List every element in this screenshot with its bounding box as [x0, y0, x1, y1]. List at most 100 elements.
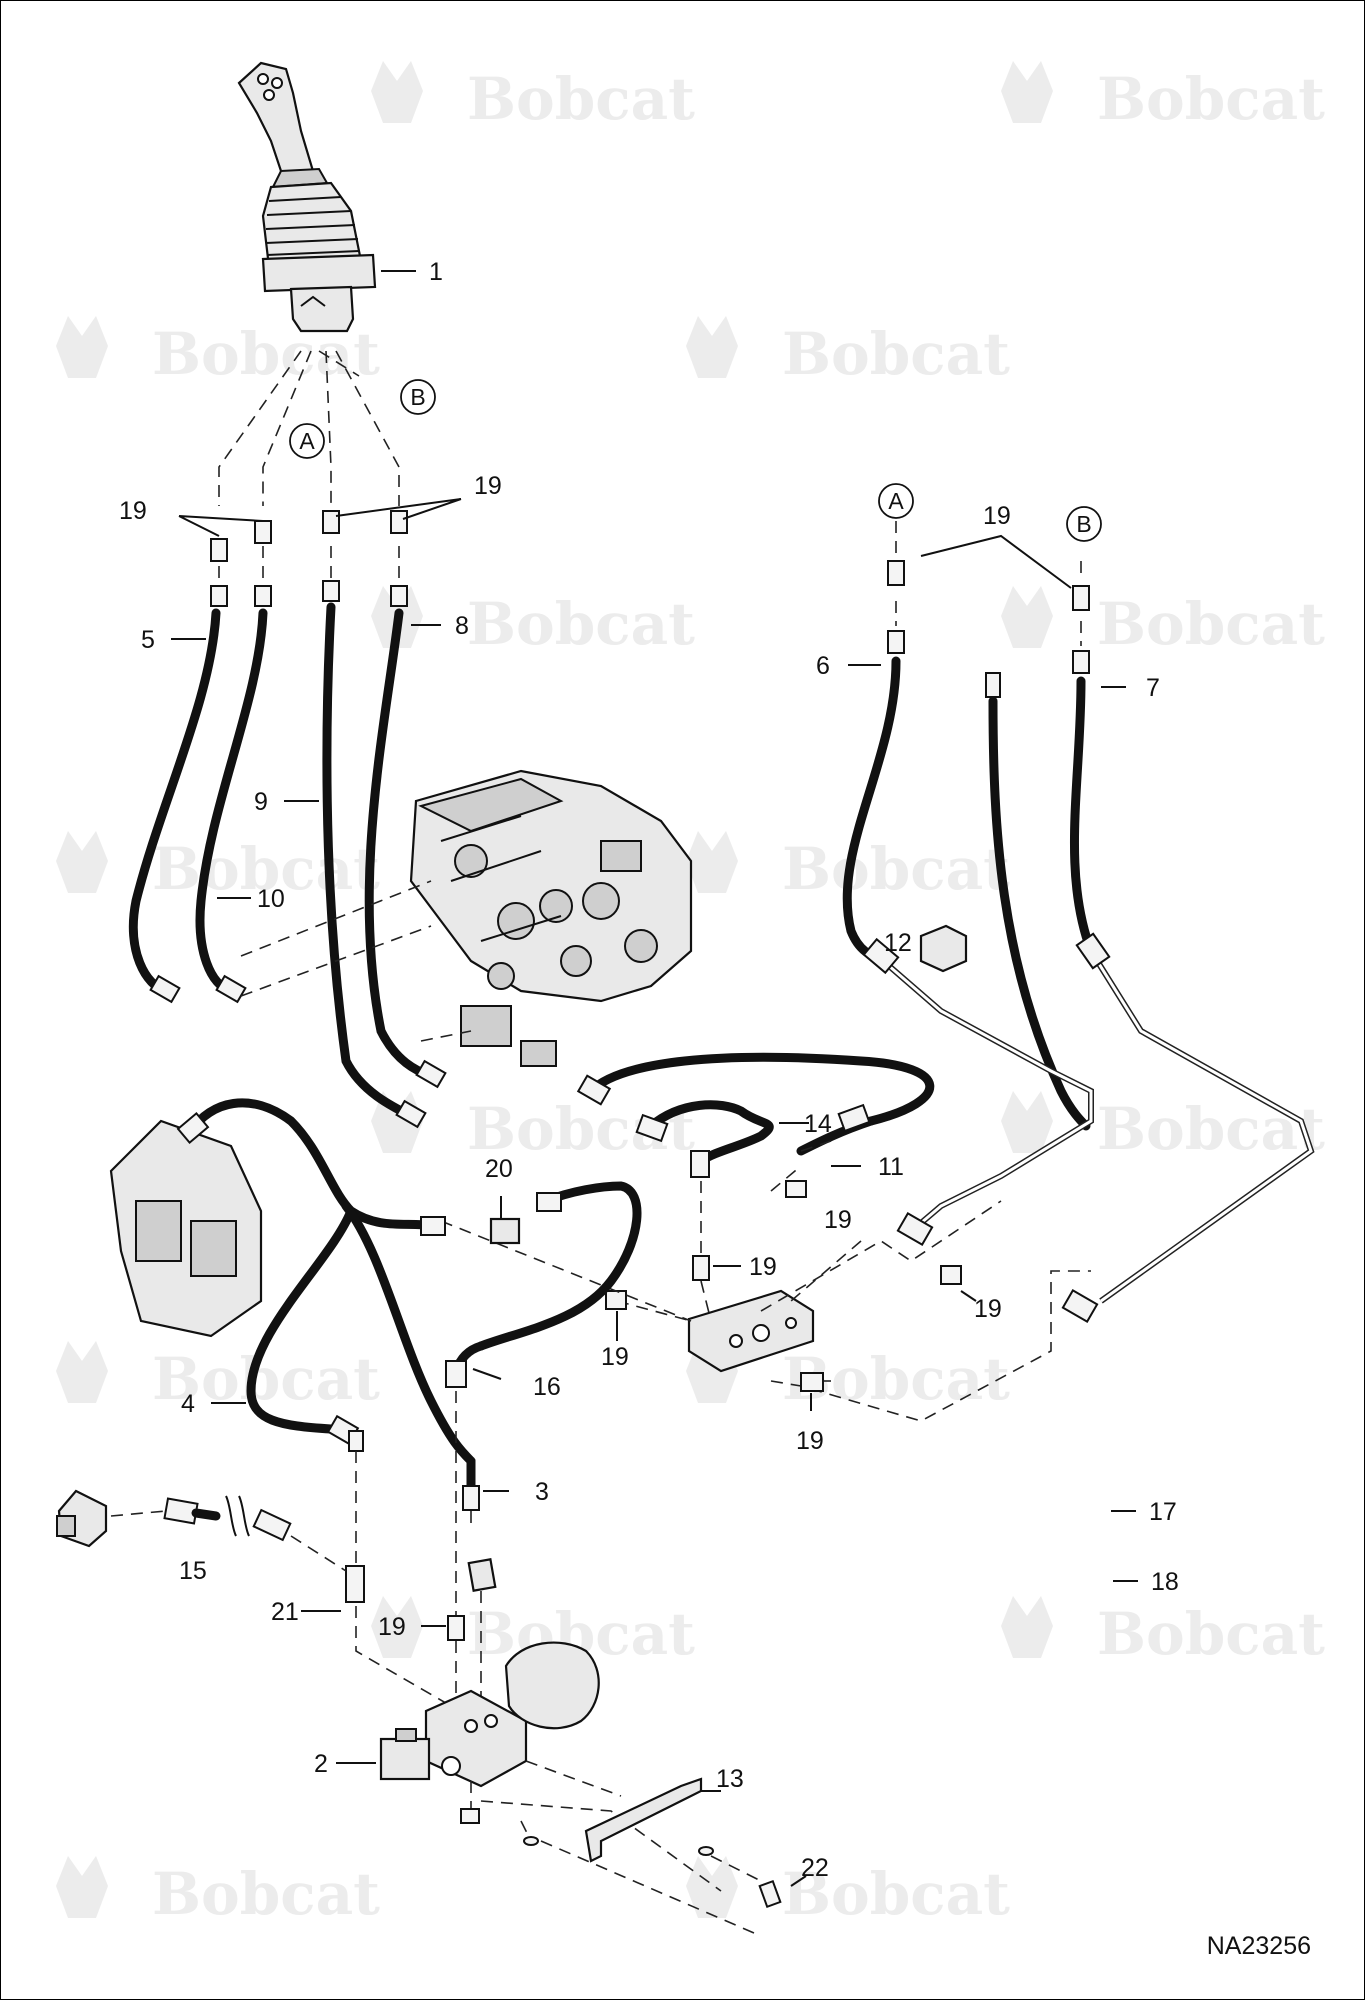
callout-14: 14 — [804, 1110, 832, 1138]
watermark-6: Bobcat — [1001, 586, 1325, 658]
fitting-19d — [390, 510, 408, 534]
bobcat-logo-icon — [56, 316, 108, 378]
hose-3-upper — [341, 1201, 476, 1466]
callout-21: 21 — [271, 1598, 299, 1626]
bobcat-logo-icon — [56, 831, 108, 893]
watermark-2: Bobcat — [1001, 61, 1325, 133]
bolt-22 — [758, 1879, 782, 1909]
valve-2 — [379, 1641, 782, 1937]
fitting-19a — [210, 538, 228, 562]
callout-12: 12 — [884, 929, 912, 957]
hose-mid-curve — [476, 1181, 642, 1351]
watermark-text: Bobcat — [467, 65, 695, 133]
fitting-19h — [692, 1255, 710, 1281]
accumulator — [504, 1641, 600, 1730]
watermark-text: Bobcat — [1097, 590, 1325, 658]
hose-5 — [128, 608, 221, 996]
hose-10 — [195, 608, 268, 996]
watermark-16: Bobcat — [686, 1856, 1010, 1928]
callout-4: 4 — [181, 1390, 195, 1418]
joystick-dash-lines — [218, 350, 400, 581]
bobcat-logo-icon — [371, 1596, 423, 1658]
watermark-text: Bobcat — [1097, 1600, 1325, 1668]
hose-14 — [646, 1100, 774, 1166]
fitting-21 — [345, 1565, 365, 1603]
callout-19-mid-b: 19 — [749, 1253, 777, 1281]
bracket-13 — [584, 1777, 703, 1863]
bobcat-logo-icon — [686, 831, 738, 893]
hose-9 — [322, 602, 416, 1121]
ref-a-right: A — [888, 488, 904, 514]
watermark-text: Bobcat — [782, 835, 1010, 903]
part-20 — [476, 1181, 642, 1351]
hose-long-mid — [586, 1052, 935, 1126]
watermark-text: Bobcat — [152, 835, 380, 903]
watermark-text: Bobcat — [782, 1860, 1010, 1928]
bobcat-logo-icon — [1001, 1091, 1053, 1153]
ref-b-circle-top — [400, 379, 436, 415]
callout-16: 16 — [533, 1373, 561, 1401]
callout-13: 13 — [716, 1765, 744, 1793]
watermark-layer: Bobcat Bobcat Bobcat Bobcat Bobcat Bobca… — [56, 61, 1325, 1928]
hose-6 — [842, 656, 901, 964]
callout-3: 3 — [535, 1478, 549, 1506]
watermark-15: Bobcat — [56, 1856, 380, 1928]
watermark-11: Bobcat — [56, 1341, 380, 1413]
hose-upper-left — [186, 1098, 436, 1231]
pump-assembly — [109, 1098, 476, 1466]
control-valve — [240, 769, 693, 1067]
fitting-19k — [800, 1372, 824, 1392]
right-hoses — [842, 521, 1315, 1324]
fitting-19j — [940, 1265, 962, 1285]
watermark-4: Bobcat — [686, 316, 1010, 388]
callout-19-top-mid: 19 — [474, 472, 502, 500]
hoses-left — [128, 602, 447, 1129]
callout-19-mid-d: 19 — [601, 1343, 629, 1371]
callout-8: 8 — [455, 612, 469, 640]
fitting-19l — [447, 1615, 465, 1641]
callout-11: 11 — [878, 1153, 904, 1181]
bobcat-logo-icon — [1001, 586, 1053, 648]
ref-b-circle-right — [1066, 506, 1102, 542]
callout-10: 10 — [257, 885, 285, 913]
fitting-19c — [322, 510, 340, 534]
watermark-9: Bobcat — [371, 1091, 695, 1163]
callout-19-lower-left: 19 — [378, 1613, 406, 1641]
watermark-text: Bobcat — [467, 590, 695, 658]
bobcat-logo-icon — [56, 1341, 108, 1403]
hose-right-mid — [988, 696, 1091, 1131]
fitting-19g — [785, 1180, 807, 1198]
callout-1: 1 — [429, 258, 443, 286]
callout-18: 18 — [1151, 1568, 1179, 1596]
drawing-code: NA23256 — [1207, 1932, 1311, 1960]
watermark-text: Bobcat — [152, 1860, 380, 1928]
watermark-text: Bobcat — [782, 320, 1010, 388]
callout-19-top-right: 19 — [983, 502, 1011, 530]
callout-5: 5 — [141, 626, 155, 654]
callout-19-top-left: 19 — [119, 497, 147, 525]
callout-15: 15 — [179, 1557, 207, 1585]
fitting-20 — [489, 1217, 521, 1245]
fittings-top-left — [210, 510, 408, 607]
callout-7: 7 — [1146, 674, 1160, 702]
callout-19-mid-a: 19 — [824, 1206, 852, 1234]
callout-17: 17 — [1149, 1498, 1177, 1526]
watermark-1: Bobcat — [371, 61, 695, 133]
ref-b-top: B — [410, 384, 425, 410]
watermark-7: Bobcat — [56, 831, 380, 903]
callout-9: 9 — [254, 788, 268, 816]
callout-labels: 1 19 19 5 8 6 7 19 9 10 12 14 11 20 19 1… — [119, 258, 1179, 1882]
bobcat-logo-icon — [686, 1856, 738, 1918]
callout-2: 2 — [314, 1750, 328, 1778]
bobcat-logo-icon — [371, 61, 423, 123]
callout-6: 6 — [816, 652, 830, 680]
valve-solenoid — [379, 1737, 431, 1781]
hose-4 — [246, 1206, 356, 1434]
joystick-connector — [289, 285, 355, 333]
watermark-8: Bobcat — [686, 831, 1010, 903]
hoses-lower — [345, 1341, 497, 1707]
watermark-5: Bobcat — [371, 586, 695, 658]
bobcat-logo-icon — [686, 316, 738, 378]
